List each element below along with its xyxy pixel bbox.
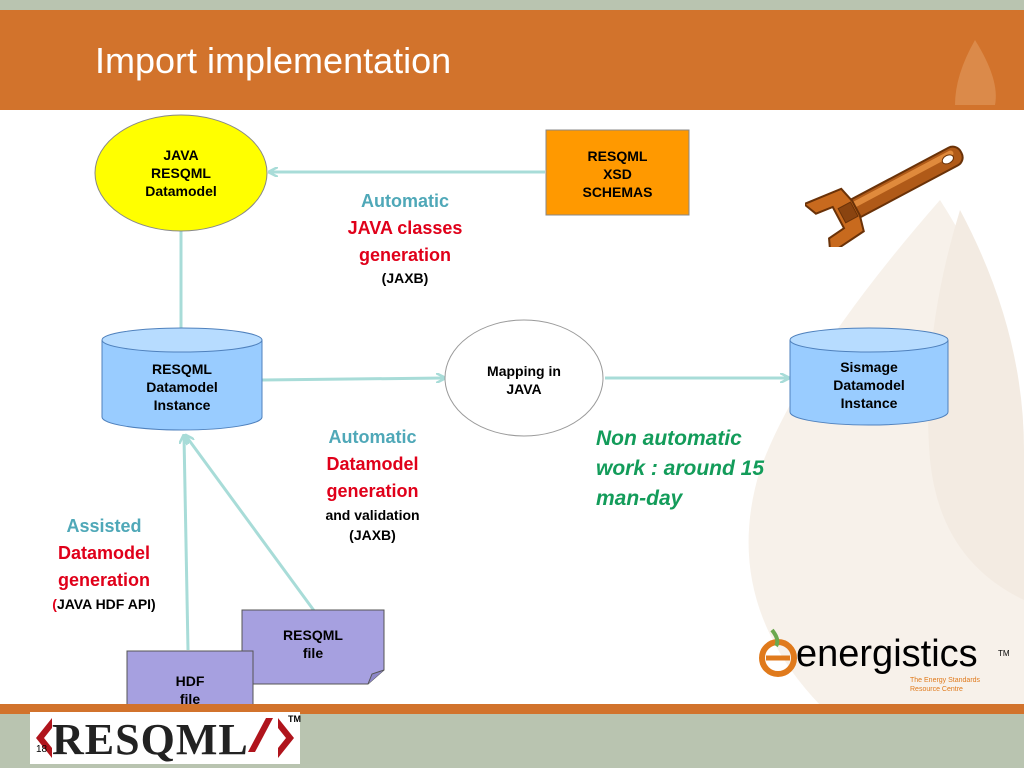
page-number: 18 xyxy=(36,744,48,755)
resqml-tm: TM xyxy=(288,714,301,724)
slide-title: Import implementation xyxy=(95,40,452,81)
energistics-tm: TM xyxy=(998,649,1010,658)
resqml-logo: RESQML TM xyxy=(30,712,301,764)
non-automatic-note: Non automatic work : around 15 man-day xyxy=(596,427,765,510)
top-strip xyxy=(0,0,1024,10)
resqml-wordmark: RESQML xyxy=(52,715,249,764)
java-datamodel-ellipse xyxy=(94,114,268,232)
resqml-logo-graphic xyxy=(36,718,294,758)
resqml-instance-cylinder xyxy=(101,327,263,431)
java-gen-annotation: Automatic JAVA classes generation (JAXB) xyxy=(347,191,463,286)
footer-band xyxy=(0,704,1024,714)
sismage-instance-cylinder xyxy=(789,327,949,426)
arrow-resqmlfile-to-instance xyxy=(186,436,317,613)
datamodel-gen-annotation: Automatic Datamodel generation and valid… xyxy=(325,427,420,543)
arrow-hdf-to-instance xyxy=(184,436,190,651)
arrow-instance-to-mapping xyxy=(261,378,444,380)
assisted-gen-annotation: Assisted Datamodel generation (JAVA HDF … xyxy=(52,516,156,612)
energistics-wordmark: energistics xyxy=(796,633,978,675)
header-band xyxy=(0,10,1024,110)
wrench-icon xyxy=(805,145,964,247)
mapping-ellipse xyxy=(444,319,604,437)
energistics-logo xyxy=(759,628,797,677)
xsd-schemas-box xyxy=(545,129,690,216)
